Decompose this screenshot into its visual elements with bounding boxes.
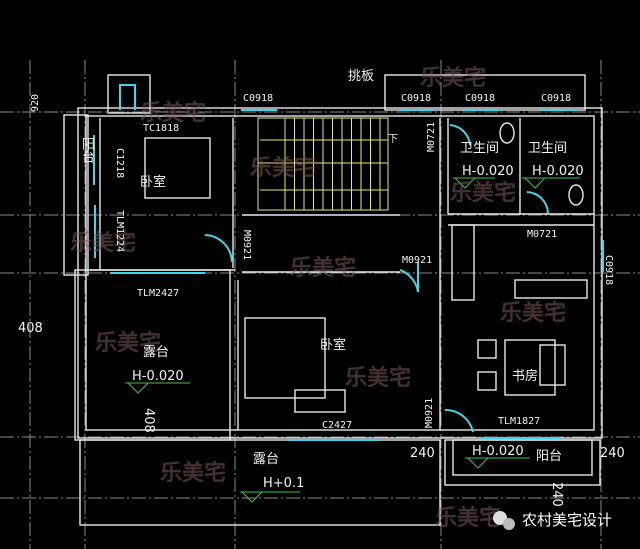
watermark: 乐美宅	[345, 365, 411, 391]
grid-lines	[0, 60, 640, 549]
room-label-terrace-1: 露台	[143, 345, 169, 360]
logo-text: 农村美宅设计	[522, 511, 612, 529]
labels: 920 挑板 C0918 C0918 C0918 C0918 C0918 TC1…	[18, 69, 625, 507]
door-label: TLM2427	[137, 288, 179, 299]
door-label: M0921	[402, 255, 432, 266]
door-label: M0921	[241, 230, 252, 260]
elevation-label: H-0.020	[472, 444, 524, 459]
watermark: 乐美宅	[250, 155, 316, 181]
dimension-240: 240	[410, 446, 435, 461]
watermark: 乐美宅	[140, 100, 206, 126]
elevation-label: H-0.020	[532, 164, 584, 179]
room-label-study: 书房	[512, 368, 538, 384]
door-label: M0921	[424, 398, 435, 428]
window-label: C0918	[401, 93, 431, 104]
watermark: 乐美宅	[160, 460, 226, 486]
dimension-408: 408	[18, 321, 43, 336]
door-label: TLM1827	[498, 416, 540, 427]
door-label: M0721	[527, 229, 557, 240]
room-label-balcony-right: 阳台	[536, 449, 562, 464]
room-label-balcony-left: 阳台	[68, 137, 94, 163]
windows-doors	[93, 84, 604, 441]
room-label-bedroom-1: 卧室	[140, 174, 166, 190]
dimension-408: 408	[141, 408, 156, 433]
wechat-logo: 农村美宅设计	[493, 511, 612, 530]
window-label: C2427	[322, 420, 352, 431]
watermark: 乐美宅	[450, 180, 516, 206]
watermark: 乐美宅	[420, 65, 486, 91]
watermark: 乐美宅	[500, 300, 566, 326]
dimension-920: 920	[30, 94, 41, 112]
door-label: TLM1224	[114, 210, 125, 252]
watermark: 乐美宅	[290, 255, 356, 281]
elevation-label: H-0.020	[132, 369, 184, 384]
watermark: 乐美宅	[435, 505, 501, 531]
watermark: 乐美宅	[70, 230, 136, 256]
stairs	[257, 117, 389, 211]
window-label: C0918	[603, 255, 614, 285]
room-label-bedroom-2: 卧室	[320, 337, 346, 353]
wechat-icon	[493, 511, 507, 525]
elevation-label: H+0.1	[263, 476, 304, 491]
window-label: C0918	[243, 93, 273, 104]
watermark: 乐美宅	[95, 330, 161, 356]
window-label: C0918	[465, 93, 495, 104]
dimension-240: 240	[549, 482, 564, 507]
room-label-bathroom-1: 卫生间	[460, 141, 499, 156]
elevation-label: H-0.020	[462, 164, 514, 179]
elevation-markers	[125, 177, 580, 503]
furniture	[144, 122, 588, 413]
door-label: M0721	[426, 122, 437, 152]
window-label: C1218	[114, 148, 125, 178]
cantilever-label: 挑板	[348, 69, 374, 84]
room-label-terrace-2: 露台	[253, 452, 279, 467]
room-label-bathroom-2: 卫生间	[528, 141, 567, 156]
window-label: TC1818	[143, 123, 179, 134]
dimension-240: 240	[600, 446, 625, 461]
window-label: C0918	[541, 93, 571, 104]
watermarks: 乐美宅 乐美宅 乐美宅 乐美宅 乐美宅 乐美宅 乐美宅 乐美宅 乐美宅 乐美宅 …	[70, 65, 566, 531]
stair-direction-label: 下	[388, 134, 398, 145]
